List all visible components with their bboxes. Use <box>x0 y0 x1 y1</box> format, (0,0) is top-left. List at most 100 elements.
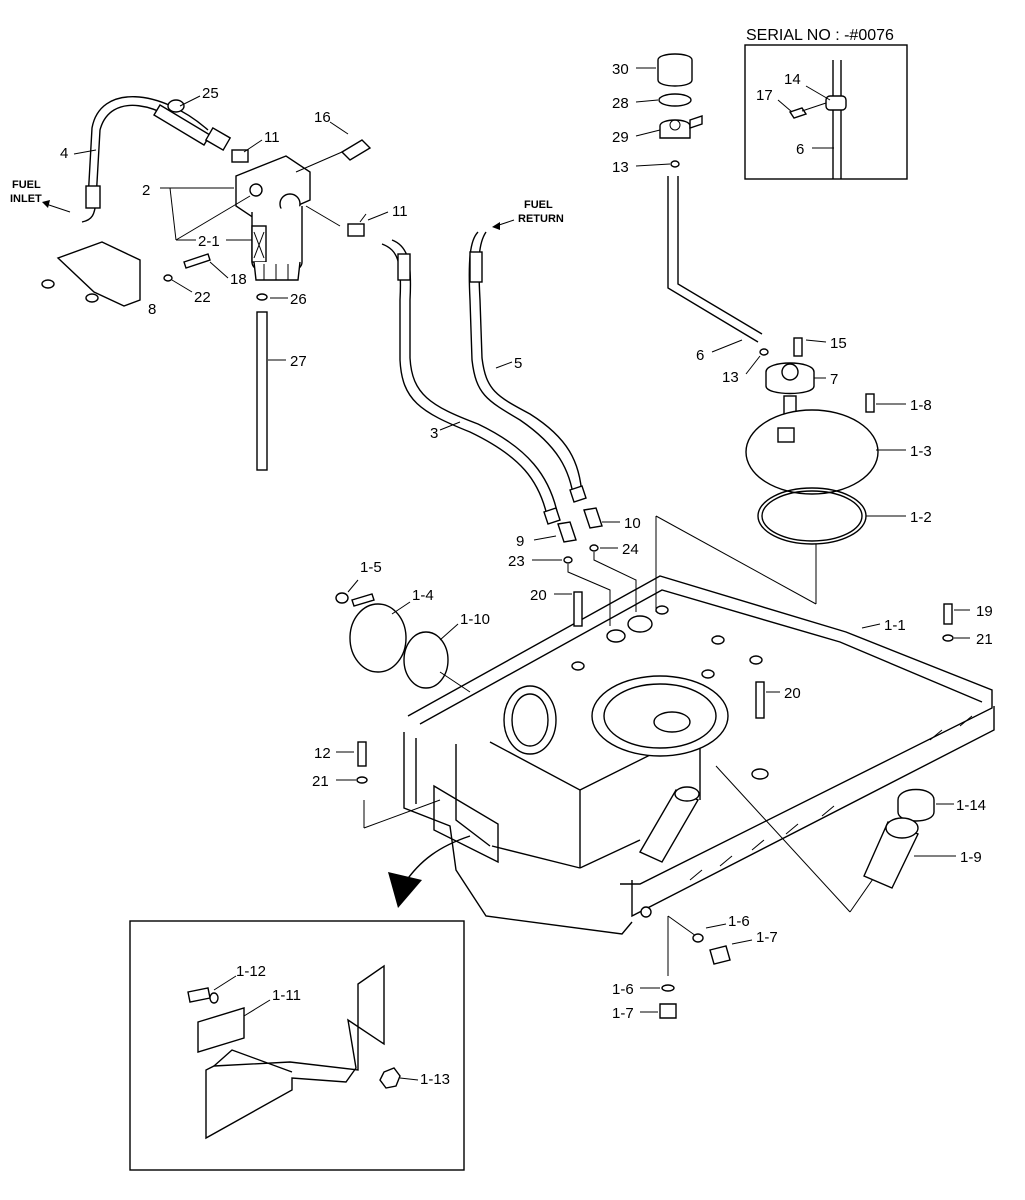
gasket-1-2 <box>757 487 867 545</box>
label-15: 15 <box>830 335 847 352</box>
label-26: 26 <box>290 291 307 308</box>
label-1-7a: 1-7 <box>756 929 778 946</box>
label-19: 19 <box>976 603 993 620</box>
detail-inset-frame <box>129 920 465 1171</box>
washer-21a <box>942 634 954 642</box>
label-4: 4 <box>60 145 68 162</box>
oring-23 <box>563 556 573 564</box>
gasket-1-10 <box>403 631 449 689</box>
label-6a: 6 <box>796 141 804 158</box>
label-24: 24 <box>622 541 639 558</box>
part-labels: 25 4 11 16 2 2-1 11 18 22 8 26 27 30 28 … <box>60 61 993 1088</box>
fitting-25 <box>153 104 211 146</box>
screw-17 <box>788 107 808 119</box>
label-23: 23 <box>508 553 525 570</box>
label-20a: 20 <box>530 587 547 604</box>
tube-6 <box>667 176 759 343</box>
plug-1-7a <box>709 945 731 965</box>
label-1-13: 1-13 <box>420 1071 450 1088</box>
bolt-1-5 <box>351 593 375 607</box>
fuel-return-line2: RETURN <box>518 213 564 225</box>
label-2: 2 <box>142 182 150 199</box>
fitting-29 <box>659 119 691 139</box>
label-10: 10 <box>624 515 641 532</box>
label-18: 18 <box>230 271 247 288</box>
fuel-inlet-line1: FUEL <box>12 179 41 191</box>
fuel-sender <box>657 53 879 604</box>
serial-inset: SERIAL NO : -#0076 <box>744 27 908 180</box>
label-1-2: 1-2 <box>910 509 932 526</box>
small-parts <box>335 591 954 1019</box>
hoses <box>381 231 637 626</box>
tube-27 <box>256 311 268 471</box>
label-1-11: 1-11 <box>272 987 301 1004</box>
serial-inset-frame <box>744 44 908 180</box>
label-21a: 21 <box>976 631 993 648</box>
label-1-8: 1-8 <box>910 397 932 414</box>
label-5: 5 <box>514 355 522 372</box>
label-12: 12 <box>314 745 331 762</box>
fitting-16 <box>340 139 372 161</box>
filler-neck <box>639 789 699 863</box>
fuel-filter-assembly <box>41 96 372 471</box>
fuel-tank-1-1 <box>363 515 995 976</box>
plate-1-3 <box>745 409 879 495</box>
label-1-14: 1-14 <box>956 797 986 814</box>
cover-1-4 <box>349 603 407 673</box>
label-1-6a: 1-6 <box>728 913 750 930</box>
hose-3 <box>381 243 549 521</box>
label-2-1: 2-1 <box>198 233 220 250</box>
cap-30 <box>657 53 693 87</box>
washer-21b <box>356 776 368 784</box>
fitting-9 <box>557 521 577 543</box>
label-1-6b: 1-6 <box>612 981 634 998</box>
label-1-5: 1-5 <box>360 559 382 576</box>
bolt-1-12 <box>187 987 211 1003</box>
label-25: 25 <box>202 85 219 102</box>
label-3: 3 <box>430 425 438 442</box>
plate-1-11 <box>197 1007 245 1053</box>
bolt-18 <box>183 253 211 269</box>
label-29: 29 <box>612 129 629 146</box>
bolt-1-8 <box>865 393 875 413</box>
label-11b: 11 <box>392 203 408 220</box>
label-1-9: 1-9 <box>960 849 982 866</box>
adapter-11b <box>347 223 365 237</box>
oring-1-6a <box>692 933 704 943</box>
bolt-12 <box>357 741 367 767</box>
bolt-20b <box>755 681 765 719</box>
cap-1-14 <box>897 788 935 822</box>
plug-1-7b <box>659 1003 677 1019</box>
bracket-8 <box>56 241 141 307</box>
label-28: 28 <box>612 95 629 112</box>
bolt-20a <box>573 591 583 627</box>
frame-rail <box>407 575 993 885</box>
oring-13a <box>670 160 680 168</box>
label-11a: 11 <box>264 129 280 146</box>
detail-inset <box>129 920 465 1171</box>
label-1-3: 1-3 <box>910 443 932 460</box>
label-6b: 6 <box>696 347 704 364</box>
label-30: 30 <box>612 61 629 78</box>
nut-1-13 <box>379 1067 401 1089</box>
label-1-4: 1-4 <box>412 587 434 604</box>
clamp-14 <box>825 95 847 111</box>
label-22: 22 <box>194 289 211 306</box>
oring-28 <box>658 93 692 107</box>
detail-arrow-head <box>388 872 422 908</box>
bracket-1-11 <box>205 964 385 1140</box>
screw-15 <box>793 337 803 357</box>
fitting-10 <box>583 507 603 529</box>
oring-13b <box>759 348 769 356</box>
adapter-11a <box>231 149 249 163</box>
label-17: 17 <box>756 87 773 104</box>
label-21b: 21 <box>312 773 329 790</box>
label-1-1: 1-1 <box>884 617 906 634</box>
label-7: 7 <box>830 371 838 388</box>
label-1-7b: 1-7 <box>612 1005 634 1022</box>
label-13b: 13 <box>722 369 739 386</box>
label-27: 27 <box>290 353 307 370</box>
label-20b: 20 <box>784 685 801 702</box>
label-1-10: 1-10 <box>460 611 490 628</box>
